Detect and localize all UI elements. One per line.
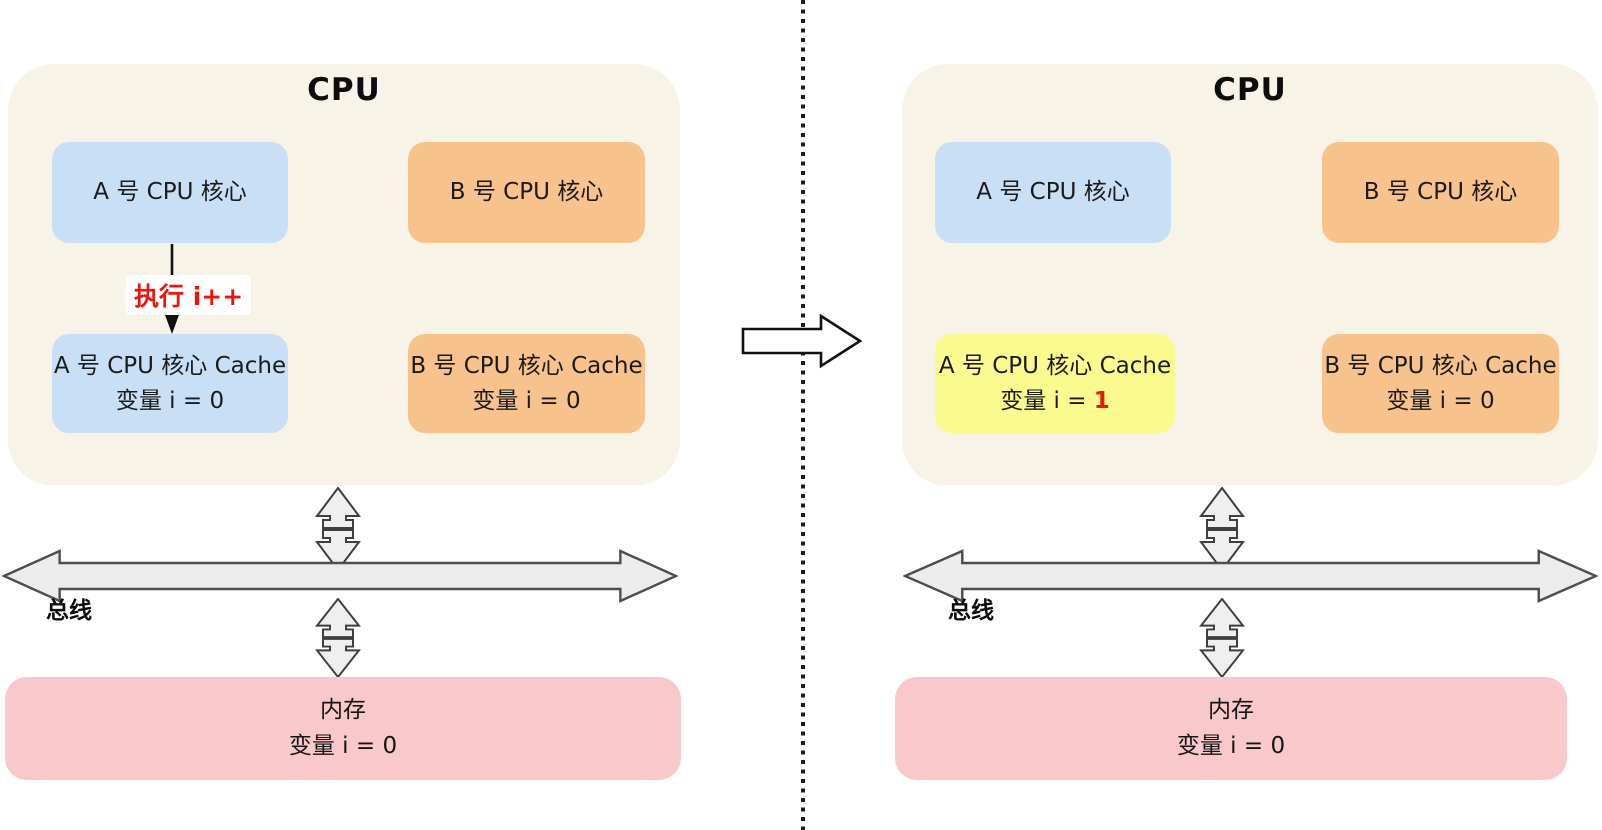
up-down-arrow-icon	[315, 487, 361, 571]
cache-a-changed-value: 1	[1093, 387, 1110, 414]
cache-a-box-after: A 号 CPU 核心 Cache 变量 i = 1	[935, 334, 1175, 433]
core-b-label: B 号 CPU 核心	[449, 179, 604, 206]
memory-variable: 变量 i = 0	[1176, 732, 1286, 759]
dotted-divider-line	[801, 0, 805, 830]
cache-a-title: A 号 CPU 核心 Cache	[938, 353, 1172, 379]
memory-box-after: 内存 变量 i = 0	[895, 677, 1567, 780]
cache-b-variable: 变量 i = 0	[472, 387, 581, 414]
cache-a-variable: 变量 i = 0	[115, 387, 225, 414]
memory-box-before: 内存 变量 i = 0	[5, 677, 681, 780]
bus-label-after: 总线	[948, 598, 994, 624]
cache-b-variable: 变量 i = 0	[1386, 387, 1495, 414]
cache-b-title: B 号 CPU 核心 Cache	[1324, 353, 1557, 379]
cache-b-box-before: B 号 CPU 核心 Cache 变量 i = 0	[408, 334, 645, 433]
core-b-box-before: B 号 CPU 核心	[408, 142, 645, 243]
bus-arrow-icon	[2, 549, 678, 603]
bus-label-before: 总线	[46, 598, 92, 624]
core-a-box-after: A 号 CPU 核心	[935, 142, 1171, 243]
core-a-box-before: A 号 CPU 核心	[52, 142, 288, 243]
cache-b-box-after: B 号 CPU 核心 Cache 变量 i = 0	[1322, 334, 1559, 433]
up-down-arrow-icon	[315, 598, 361, 678]
core-a-label: A 号 CPU 核心	[976, 179, 1130, 206]
core-b-box-after: B 号 CPU 核心	[1322, 142, 1559, 243]
up-down-arrow-icon	[1199, 598, 1245, 678]
core-b-label: B 号 CPU 核心	[1363, 179, 1518, 206]
cpu-title-after: CPU	[1213, 72, 1287, 108]
bus-arrow-icon	[903, 549, 1598, 603]
memory-variable: 变量 i = 0	[288, 732, 398, 759]
exec-instruction-label: 执行 i++	[126, 275, 252, 315]
core-a-label: A 号 CPU 核心	[93, 179, 247, 206]
cpu-title-before: CPU	[307, 72, 381, 108]
transition-arrow-icon	[741, 313, 863, 369]
cache-a-box-before: A 号 CPU 核心 Cache 变量 i = 0	[52, 334, 288, 433]
memory-title: 内存	[320, 696, 366, 723]
memory-title: 内存	[1208, 696, 1254, 723]
cache-b-title: B 号 CPU 核心 Cache	[410, 353, 643, 379]
up-down-arrow-icon	[1199, 487, 1245, 571]
cache-a-value: 0	[209, 387, 225, 414]
cache-a-variable: 变量 i = 1	[1000, 387, 1110, 414]
cache-a-title: A 号 CPU 核心 Cache	[53, 353, 287, 379]
